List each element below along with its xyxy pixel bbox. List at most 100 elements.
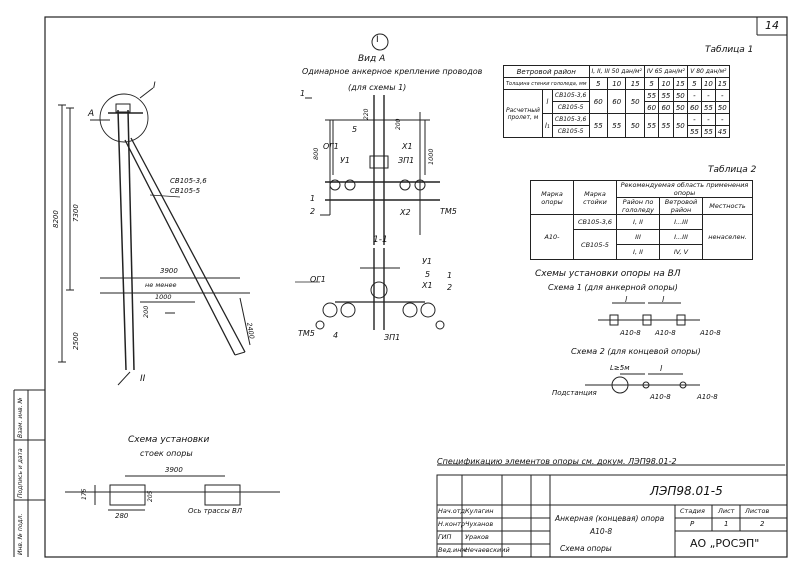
dim-200: 200 [142, 305, 150, 318]
t1-cell: 55 [643, 113, 660, 138]
strut-mark-2: СВ105-5 [170, 187, 201, 195]
scheme2-l: l [660, 364, 663, 373]
stand-scheme-title: Схема установки [128, 435, 210, 445]
t1-cell: 60 [606, 89, 627, 114]
view-a-label-x1: X1 [402, 142, 413, 151]
section-label-4: 4 [333, 331, 339, 340]
scheme2-pole-b: А10-8 [697, 393, 718, 401]
spec-note: Спецификацию элементов опоры см. докум. … [437, 457, 677, 466]
t1-cell: - [714, 89, 730, 102]
dim-2500: 2500 [72, 332, 80, 350]
t1-cell: 50 [672, 89, 688, 102]
t2-terrain: ненаселен. [702, 214, 753, 260]
dim-2400: 2400 [245, 321, 256, 340]
tb-org: АО „РОСЭП" [690, 537, 760, 550]
t1-cell: 5 [686, 77, 702, 90]
dim-8200: 8200 [52, 210, 60, 228]
t1-cell: 50 [625, 113, 645, 138]
t1-cell: 50 [625, 89, 645, 114]
t1-cell: 45 [714, 125, 730, 138]
scheme1-pole-c: А10-8 [700, 329, 721, 337]
dim-1000: 1000 [155, 293, 172, 301]
schemes-title: Схемы установки опоры на ВЛ [535, 269, 681, 279]
tb-stage: Р [690, 520, 695, 528]
scheme2-title: Схема 2 (для концевой опоры) [571, 347, 701, 356]
t1-cell: - [686, 113, 702, 126]
scheme1-l-a: l [625, 295, 628, 304]
t1-cell: 15 [672, 77, 688, 90]
t2-cell: I...III [659, 229, 703, 245]
t1-cell: 60 [588, 89, 608, 114]
doc-code: ЛЭП98.01-5 [650, 484, 723, 498]
section-label-1: 1 [447, 271, 453, 280]
t2-head-pole: Марка опоры [530, 180, 574, 215]
view-a-label-tm5: ТМ5 [440, 207, 457, 216]
t1-cell: 10 [606, 77, 627, 90]
table1: Ветровой район I, II, III 50 дан/м² IV 6… [503, 65, 730, 138]
t2-cell: III [616, 229, 660, 245]
view-a-label-x2: Х2 [400, 208, 411, 217]
tb-name-0: Кулагин [465, 507, 494, 515]
t1-cell: 15 [625, 77, 645, 90]
scheme1-pole-b: А10-8 [655, 329, 676, 337]
dim-not-less: не менее [145, 281, 177, 289]
pole-label-i: I [153, 81, 156, 91]
t1-cell: 60 [643, 101, 660, 114]
t1-cell: 55 [606, 113, 627, 138]
t1-cell: - [686, 89, 702, 102]
view-a-dim-800: 800 [312, 147, 320, 160]
tb-name-3: Нечаевскиий [465, 546, 510, 554]
t1-cell: 55 [658, 113, 674, 138]
tb-role-0: Нач.отд [438, 507, 466, 515]
t2-sub-terrain: Местность [702, 197, 753, 215]
t1-cell: 60 [658, 101, 674, 114]
stand-scheme-subtitle: стоек опоры [140, 449, 193, 458]
view-a-subtitle: Одинарное анкерное крепление проводов [302, 67, 483, 76]
section-label-5: 5 [425, 270, 431, 279]
tb-role-1: Н.контр [438, 520, 466, 528]
t1-cell: 10 [658, 77, 674, 90]
t1-head-w2: IV 65 дан/м² [643, 65, 688, 78]
view-a-dim-220: 220 [363, 108, 370, 120]
scheme1-title: Схема 1 (для анкерной опоры) [548, 283, 678, 292]
tb-sheets: 2 [760, 520, 765, 528]
t1-l1-label: l₁ [541, 113, 553, 138]
t1-cell: 50 [714, 101, 730, 114]
tb-description-1: Анкерная (концевая) опора [555, 514, 665, 523]
view-a-section-mark: 1 [300, 89, 306, 98]
t1-span-label: Расчетный пролет, м [503, 89, 543, 138]
dim-7300: 7300 [72, 204, 80, 222]
tb-role-3: Вед.инж [438, 546, 468, 554]
t2-pole-mark: А10- [530, 214, 574, 260]
t2-cell: СВ105-3,6 [573, 214, 617, 230]
stand-dim-3900: 3900 [165, 466, 183, 474]
t1-cell: 5 [643, 77, 660, 90]
t1-cell: - [714, 113, 730, 126]
section-label-x1: X1 [422, 281, 433, 290]
t2-cell: I, II [616, 244, 660, 260]
tb-description-3: Схема опоры [560, 544, 612, 553]
view-a-dim-1000: 1000 [427, 148, 435, 165]
scheme2-substation: Подстанция [552, 389, 597, 397]
t2-head-stand: Марка стойки [573, 180, 617, 215]
t2-sub-ice: Район по гололеду [616, 197, 660, 215]
marker-circle-label: I [376, 35, 379, 45]
tb-sheet-head: Лист [718, 507, 735, 515]
t1-cell: 55 [658, 89, 674, 102]
dim-3900: 3900 [160, 267, 178, 275]
t1-cell: 50 [672, 113, 688, 138]
t1-cell: 55 [686, 125, 702, 138]
section-label-2: 2 [447, 283, 453, 292]
view-a-label-1: 1 [310, 194, 316, 203]
view-a-label-zp1: ЗП1 [398, 156, 415, 165]
stand-dim-175: 175 [81, 488, 88, 500]
section-label-og1: ОГ1 [310, 275, 326, 284]
stand-dim-205: 205 [147, 490, 154, 502]
strut-mark-1: СВ105-3,6 [170, 177, 207, 185]
stand-dim-280: 280 [115, 512, 129, 520]
t1-cell: 60 [686, 101, 702, 114]
pole-label-a: А [88, 109, 95, 119]
t1-cell: 50 [672, 101, 688, 114]
t1-mark: СВ105-3,6 [551, 89, 590, 102]
